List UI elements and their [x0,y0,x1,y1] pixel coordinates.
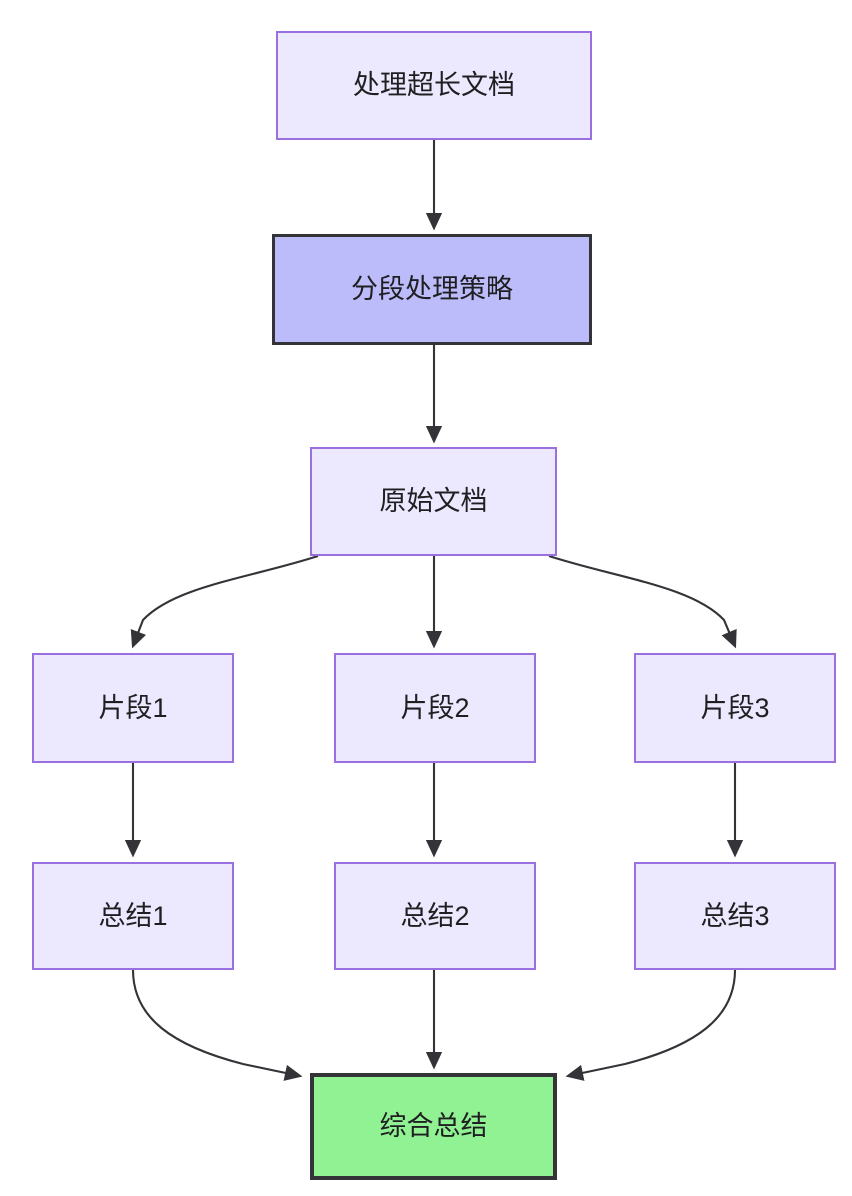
edge-n3-f1 [130,555,319,649]
node-summary-1[interactable]: 总结1 [32,862,234,970]
node-label: 处理超长文档 [353,70,515,101]
node-fragment-2[interactable]: 片段2 [334,653,536,763]
node-label: 总结3 [700,900,770,931]
node-process-long-document[interactable]: 处理超长文档 [276,31,592,140]
node-label: 总结1 [98,900,168,931]
node-label: 片段2 [400,692,470,723]
node-original-document[interactable]: 原始文档 [310,447,557,556]
node-label: 片段1 [98,692,168,723]
node-fragment-3[interactable]: 片段3 [634,653,836,763]
node-chunking-strategy[interactable]: 分段处理策略 [272,234,592,345]
node-label: 片段3 [700,692,770,723]
node-label: 分段处理策略 [351,274,513,305]
edge-s3-final [565,969,737,1081]
edge-s1-final [131,969,303,1081]
node-comprehensive-summary[interactable]: 综合总结 [310,1073,557,1180]
node-fragment-1[interactable]: 片段1 [32,653,234,763]
node-summary-2[interactable]: 总结2 [334,862,536,970]
node-summary-3[interactable]: 总结3 [634,862,836,970]
node-label: 综合总结 [379,1111,488,1142]
node-label: 总结2 [400,900,470,931]
edge-n3-f3 [548,555,737,649]
node-label: 原始文档 [379,486,488,517]
